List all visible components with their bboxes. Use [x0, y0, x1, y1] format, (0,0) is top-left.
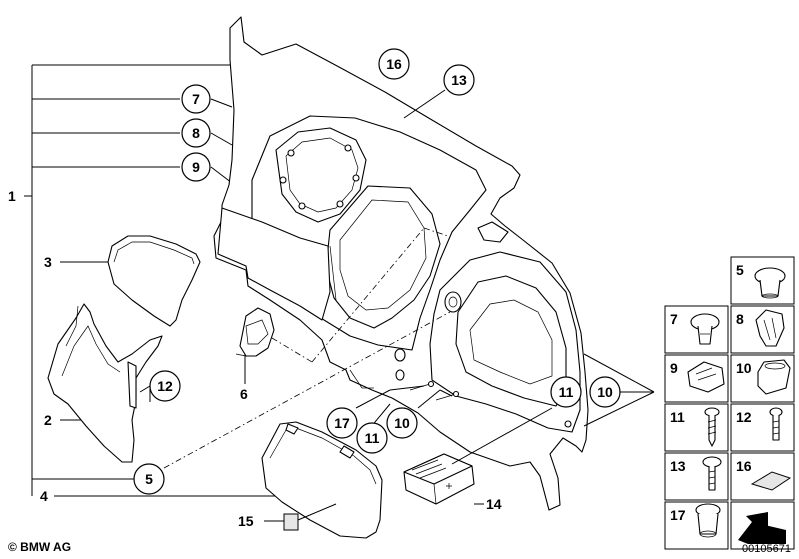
callout-7: 7	[181, 84, 211, 114]
svg-text:3: 3	[44, 254, 52, 270]
svg-text:12: 12	[736, 409, 752, 425]
callout-6: 6	[240, 386, 248, 402]
svg-text:12: 12	[157, 378, 173, 394]
legend-cell-7: 7	[664, 305, 729, 354]
svg-text:17: 17	[670, 507, 686, 523]
part-15-label	[283, 513, 299, 531]
part-3-cover	[107, 235, 201, 327]
svg-text:8: 8	[192, 125, 200, 141]
legend-cell-8: 8	[730, 305, 795, 354]
legend-cell-10: 10	[730, 354, 795, 403]
svg-text:5: 5	[736, 262, 744, 278]
svg-text:2: 2	[44, 412, 52, 428]
callout-3: 3	[44, 254, 52, 270]
svg-text:4: 4	[40, 488, 48, 504]
callout-2: 2	[44, 412, 52, 428]
svg-text:15: 15	[238, 513, 254, 529]
legend-cell-arrow	[730, 501, 795, 550]
callout-12: 12	[149, 370, 181, 402]
svg-text:9: 9	[670, 360, 678, 376]
callout-14: 14	[486, 496, 502, 512]
legend-cell-9: 9	[664, 354, 729, 403]
svg-text:17: 17	[334, 415, 350, 431]
image-number: 00105671	[742, 543, 791, 555]
callout-15: 15	[238, 513, 254, 529]
svg-text:13: 13	[451, 72, 467, 88]
part-6-bracket	[235, 307, 275, 357]
callout-10-center: 10	[386, 407, 418, 439]
callout-4: 4	[40, 488, 48, 504]
assembly-bracket	[24, 64, 300, 497]
svg-text:10: 10	[597, 384, 613, 400]
svg-text:6: 6	[240, 386, 248, 402]
callout-9: 9	[181, 152, 211, 182]
fastener-legend: 5 7 8 9 10	[664, 256, 795, 550]
callout-8: 8	[181, 118, 211, 148]
callout-13: 13	[443, 64, 475, 96]
svg-text:10: 10	[394, 415, 410, 431]
screws-on-panel	[409, 380, 460, 401]
copyright-text: © BMW AG	[8, 540, 72, 554]
callout-5: 5	[133, 463, 165, 495]
storage-tray	[261, 421, 383, 539]
callout-11-center: 11	[356, 422, 388, 454]
svg-text:14: 14	[486, 496, 502, 512]
svg-text:1: 1	[8, 188, 16, 204]
callout-16: 16	[378, 48, 410, 80]
callout-11-right: 11	[550, 376, 582, 408]
callout-1: 1	[8, 188, 16, 204]
svg-text:5: 5	[145, 471, 153, 487]
dash-dot-lines	[163, 227, 451, 469]
svg-text:16: 16	[386, 56, 402, 72]
legend-cell-17: 17	[664, 501, 729, 550]
legend-cell-5: 5	[730, 256, 795, 305]
side-trim-panel	[213, 16, 589, 511]
part-2-lower-trim	[47, 303, 163, 463]
svg-text:7: 7	[670, 311, 678, 327]
svg-text:9: 9	[192, 159, 200, 175]
svg-text:13: 13	[670, 458, 686, 474]
svg-text:11: 11	[559, 384, 574, 400]
legend-cell-12: 12	[730, 403, 795, 452]
callout-10-right: 10	[589, 376, 621, 408]
legend-cell-11: 11	[664, 403, 729, 452]
svg-text:7: 7	[192, 91, 200, 107]
leader-lines	[139, 89, 655, 522]
svg-text:16: 16	[736, 458, 752, 474]
svg-text:8: 8	[736, 311, 744, 327]
part-14-first-aid-kit	[403, 453, 475, 505]
svg-text:11: 11	[670, 409, 685, 425]
svg-text:10: 10	[736, 360, 752, 376]
svg-text:11: 11	[365, 430, 380, 446]
callout-17: 17	[326, 407, 358, 439]
legend-cell-13: 13	[664, 452, 729, 501]
legend-cell-16: 16	[730, 452, 795, 501]
